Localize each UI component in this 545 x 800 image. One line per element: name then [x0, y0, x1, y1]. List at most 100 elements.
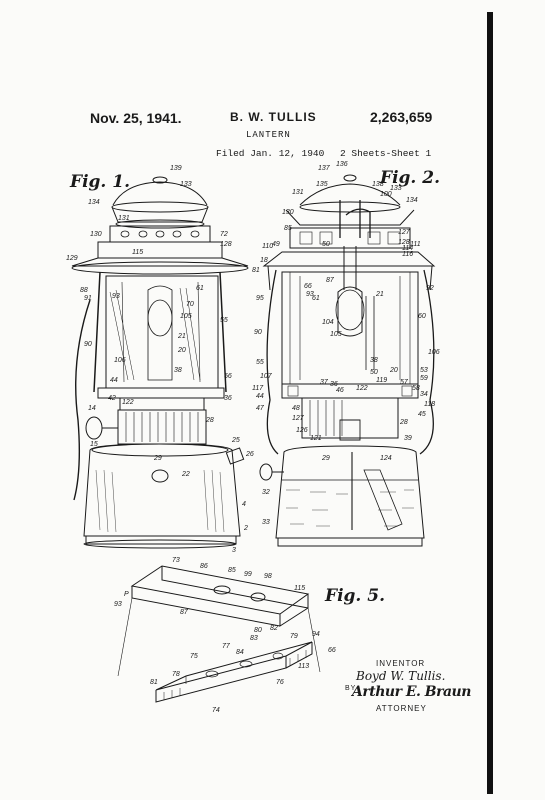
fig2-reference-numeral: 66 — [304, 283, 312, 290]
fig2-reference-numeral: 126 — [296, 427, 308, 434]
fig5-reference-numeral: 87 — [180, 609, 189, 616]
fig2-reference-numeral: 124 — [380, 455, 392, 462]
fig1-reference-numeral: 21 — [177, 333, 186, 340]
fig5-reference-numeral: 115 — [294, 585, 305, 592]
fig2-reference-numeral: 104 — [322, 319, 334, 326]
attorney-label: ATTORNEY — [376, 704, 427, 713]
fig5-reference-numeral: 99 — [244, 571, 252, 578]
fig2-reference-numeral: 114 — [402, 245, 413, 252]
fig5-reference-numeral: 113 — [298, 663, 309, 670]
fig2-reference-numeral: 90 — [254, 329, 262, 336]
fig2-reference-numeral: 50 — [322, 241, 330, 248]
fig2-reference-numeral: 116 — [402, 251, 413, 258]
fig1-reference-numeral: 29 — [153, 455, 162, 462]
by-label: BY — [345, 685, 357, 692]
fig2-lantern-section — [259, 174, 436, 547]
scan-edge-bar — [487, 12, 493, 794]
fig5-bracket-drawing — [117, 565, 321, 703]
fig2-reference-numeral: 138 — [372, 181, 384, 188]
fig2-reference-numeral: 49 — [272, 241, 280, 248]
fig1-reference-numeral: 131 — [118, 215, 130, 222]
fig1-lantern-drawing — [71, 176, 249, 549]
fig2-reference-numeral: 106 — [428, 349, 440, 356]
fig5-reference-numeral: 78 — [172, 671, 180, 678]
fig2-reference-numeral: 95 — [256, 295, 264, 302]
fig2-reference-numeral: 127 — [398, 229, 411, 236]
fig2-reference-numeral: 135 — [316, 181, 328, 188]
fig1-reference-numeral: 134 — [88, 199, 100, 206]
fig1-reference-numeral: 3 — [232, 547, 236, 554]
fig1-reference-numeral: 56 — [224, 373, 232, 380]
fig5-reference-numeral: 79 — [290, 633, 298, 640]
fig5-reference-numeral: 75 — [190, 653, 198, 660]
inventor-signature: Boyd W. Tullis. — [356, 669, 446, 683]
fig2-reference-numeral: 48 — [292, 405, 300, 412]
fig1-reference-numeral: 4 — [242, 501, 246, 508]
fig2-reference-numeral: 47 — [256, 405, 265, 412]
fig2-reference-numeral: 127 — [292, 415, 305, 422]
fig1-reference-numeral: 38 — [174, 367, 182, 374]
fig1-reference-numeral: 128 — [220, 241, 232, 248]
fig2-reference-numeral: 59 — [420, 375, 428, 382]
fig5-reference-numeral: 94 — [312, 631, 320, 638]
fig2-reference-numeral: 28 — [399, 419, 408, 426]
fig1-reference-numeral: 42 — [108, 395, 116, 402]
fig1-reference-numeral: 105 — [180, 313, 192, 320]
fig2-reference-numeral: 61 — [312, 295, 320, 302]
fig1-reference-numeral: 139 — [170, 165, 182, 172]
fig2-reference-numeral: 39 — [404, 435, 412, 442]
fig1-reference-numeral: 44 — [110, 377, 118, 384]
fig2-reference-numeral: 122 — [356, 385, 368, 392]
fig2-reference-numeral: 53 — [420, 367, 428, 374]
fig5-reference-numeral: 98 — [264, 573, 272, 580]
inventor-name: B. W. TULLIS — [230, 110, 317, 124]
fig2-reference-numeral: 100 — [380, 191, 392, 198]
fig2-reference-numeral: 87 — [326, 277, 335, 284]
fig5-reference-numeral: 66 — [328, 647, 336, 654]
fig2-reference-numeral: 134 — [406, 197, 418, 204]
sheet-count: 2 Sheets-Sheet 1 — [340, 148, 432, 159]
fig1-reference-numeral: 70 — [186, 301, 194, 308]
fig2-reference-numeral: 107 — [260, 373, 273, 380]
fig5-reference-numeral: 83 — [250, 635, 258, 642]
fig2-reference-numeral: 93 — [306, 291, 314, 298]
fig2-label: Fig. 2. — [380, 168, 440, 188]
fig5-reference-numeral: 93 — [114, 601, 122, 608]
fig2-reference-numeral: 130 — [282, 209, 294, 216]
fig2-reference-numeral: 119 — [376, 377, 387, 384]
fig2-reference-numeral: 38 — [370, 357, 378, 364]
fig2-reference-numeral: 85 — [284, 225, 292, 232]
fig5-reference-numeral: 84 — [236, 649, 244, 656]
fig5-reference-numeral: 82 — [270, 625, 278, 632]
patent-date: Nov. 25, 1941. — [90, 110, 182, 126]
fig1-reference-numeral: 28 — [205, 417, 214, 424]
fig2-reference-numeral: 32 — [262, 489, 270, 496]
attorney-signature: Arthur E. Braun — [352, 684, 471, 700]
fig2-reference-numeral: 60 — [418, 313, 426, 320]
fig5-reference-numeral: 81 — [150, 679, 158, 686]
fig1-reference-numeral: 15 — [90, 441, 98, 448]
fig1-reference-numeral: 61 — [196, 285, 204, 292]
fig2-reference-numeral: 131 — [292, 189, 304, 196]
fig1-reference-numeral: 106 — [114, 357, 126, 364]
fig2-reference-numeral: 111 — [410, 241, 421, 248]
fig2-reference-numeral: 137 — [318, 165, 331, 172]
fig1-reference-numeral: 20 — [177, 347, 186, 354]
fig1-reference-numeral: 36 — [224, 395, 232, 402]
fig2-reference-numeral: 20 — [389, 367, 398, 374]
filing-date: Filed Jan. 12, 1940 — [216, 148, 325, 159]
fig1-reference-numeral: 2 — [243, 525, 248, 532]
fig1-reference-numeral: 122 — [122, 399, 134, 406]
fig1-reference-numeral: 22 — [181, 471, 190, 478]
fig2-reference-numeral: 55 — [256, 359, 264, 366]
fig2-reference-numeral: 45 — [418, 411, 426, 418]
fig2-reference-numeral: 110 — [262, 243, 273, 250]
fig5-reference-numeral: 80 — [254, 627, 262, 634]
fig2-reference-numeral: 34 — [420, 391, 428, 398]
fig2-reference-numeral: 50 — [370, 369, 378, 376]
fig1-reference-numeral: 129 — [66, 255, 78, 262]
fig5-reference-numeral: 77 — [222, 643, 231, 650]
fig5-reference-numeral: 85 — [228, 567, 236, 574]
fig1-reference-numeral: 93 — [112, 293, 120, 300]
